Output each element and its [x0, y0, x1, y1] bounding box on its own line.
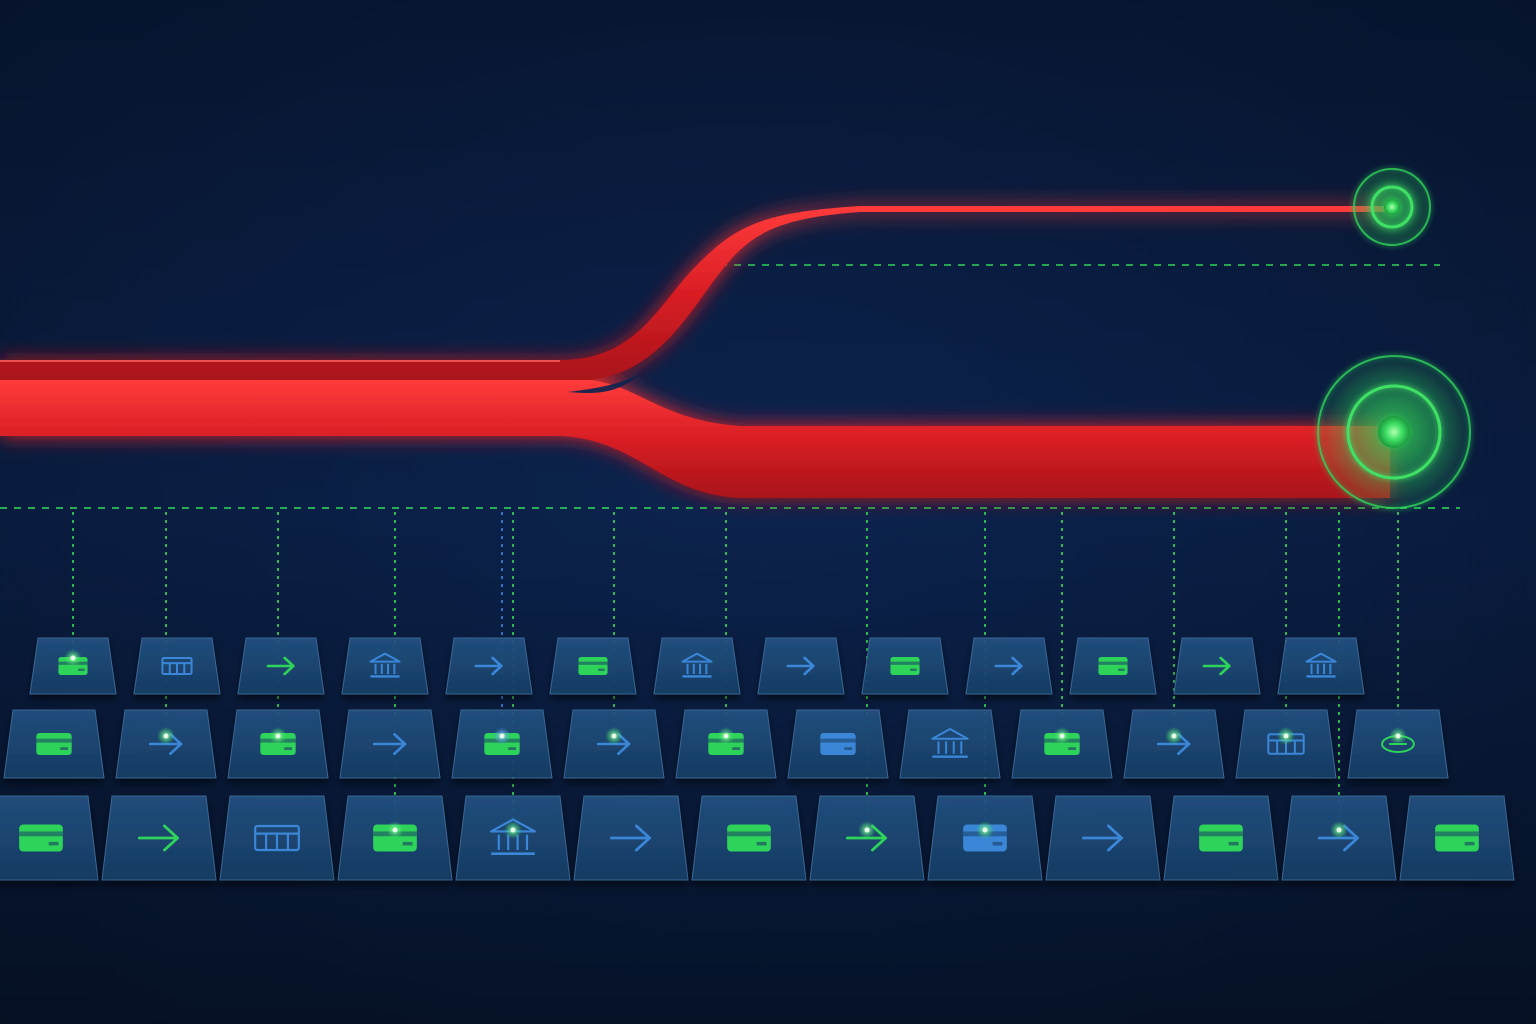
- connector-node-core: [1336, 827, 1342, 833]
- payment-tile: [1045, 795, 1161, 881]
- arrow-right-icon: [1081, 824, 1123, 852]
- payment-tile: [0, 795, 99, 881]
- card-icon: [19, 824, 63, 852]
- bank-icon: [681, 652, 713, 678]
- connector-node-core: [864, 827, 870, 833]
- connector-nodes: [64, 649, 1407, 839]
- payment-tile: [1163, 795, 1279, 881]
- card-icon: [1199, 824, 1243, 852]
- arrow-right-icon: [994, 656, 1023, 676]
- payment-tile: [101, 795, 217, 881]
- payment-tile: [757, 637, 845, 695]
- connector-node-core: [1171, 733, 1177, 739]
- connector-node-core: [1395, 733, 1401, 739]
- payment-tile: [573, 795, 689, 881]
- payment-tile: [653, 637, 741, 695]
- card-icon: [890, 656, 920, 676]
- card-icon: [727, 824, 771, 852]
- connector-node-core: [499, 733, 505, 739]
- arrow-right-icon: [1202, 656, 1231, 676]
- payment-tile: [445, 637, 533, 695]
- card-icon: [820, 733, 856, 755]
- connector-node-core: [1059, 733, 1065, 739]
- red-payment-stream: [0, 206, 1390, 498]
- bank-icon: [369, 652, 401, 678]
- connector-node-core: [611, 733, 617, 739]
- connector-node-core: [70, 655, 76, 661]
- payment-tile: [549, 637, 637, 695]
- payment-tile: [341, 637, 429, 695]
- payment-tile: [1069, 637, 1157, 695]
- connector-node-core: [1283, 733, 1289, 739]
- small-target: [1352, 167, 1432, 247]
- payment-tile: [219, 795, 335, 881]
- payment-tile: [965, 637, 1053, 695]
- arrow-right-icon: [474, 656, 503, 676]
- card-icon: [578, 656, 608, 676]
- payment-tile: [1399, 795, 1515, 881]
- payment-tile: [899, 709, 1001, 779]
- register-icon: [254, 824, 300, 852]
- connector-node-core: [510, 827, 516, 833]
- payment-tile: [1173, 637, 1261, 695]
- arrow-right-icon: [137, 824, 179, 852]
- tile-surface: [341, 637, 429, 695]
- connector-node-core: [275, 733, 281, 739]
- payment-tile: [861, 637, 949, 695]
- payment-tile: [3, 709, 105, 779]
- payment-tile: [787, 709, 889, 779]
- stream-split-notch: [568, 374, 640, 394]
- tile-surface: [1277, 637, 1365, 695]
- payment-tile: [237, 637, 325, 695]
- card-icon: [1435, 824, 1479, 852]
- arrow-right-icon: [786, 656, 815, 676]
- tile-surface: [653, 637, 741, 695]
- register-icon: [161, 656, 193, 676]
- bank-icon: [1305, 652, 1337, 678]
- card-icon: [36, 733, 72, 755]
- connector-node-core: [163, 733, 169, 739]
- connector-node-core: [392, 827, 398, 833]
- upper-branch-stream: [0, 206, 1390, 380]
- connector-node-core: [982, 827, 988, 833]
- lower-branch-stream: [0, 380, 1390, 498]
- payment-tile: [1277, 637, 1365, 695]
- large-target: [1314, 352, 1474, 512]
- tile-surface: [899, 709, 1001, 779]
- payment-tile: [133, 637, 221, 695]
- connector-node-core: [723, 733, 729, 739]
- arrow-right-icon: [372, 732, 407, 756]
- bank-icon: [931, 727, 969, 758]
- payment-tile: [691, 795, 807, 881]
- arrow-right-icon: [609, 824, 651, 852]
- card-icon: [1098, 656, 1128, 676]
- payment-tile: [339, 709, 441, 779]
- arrow-right-icon: [266, 656, 295, 676]
